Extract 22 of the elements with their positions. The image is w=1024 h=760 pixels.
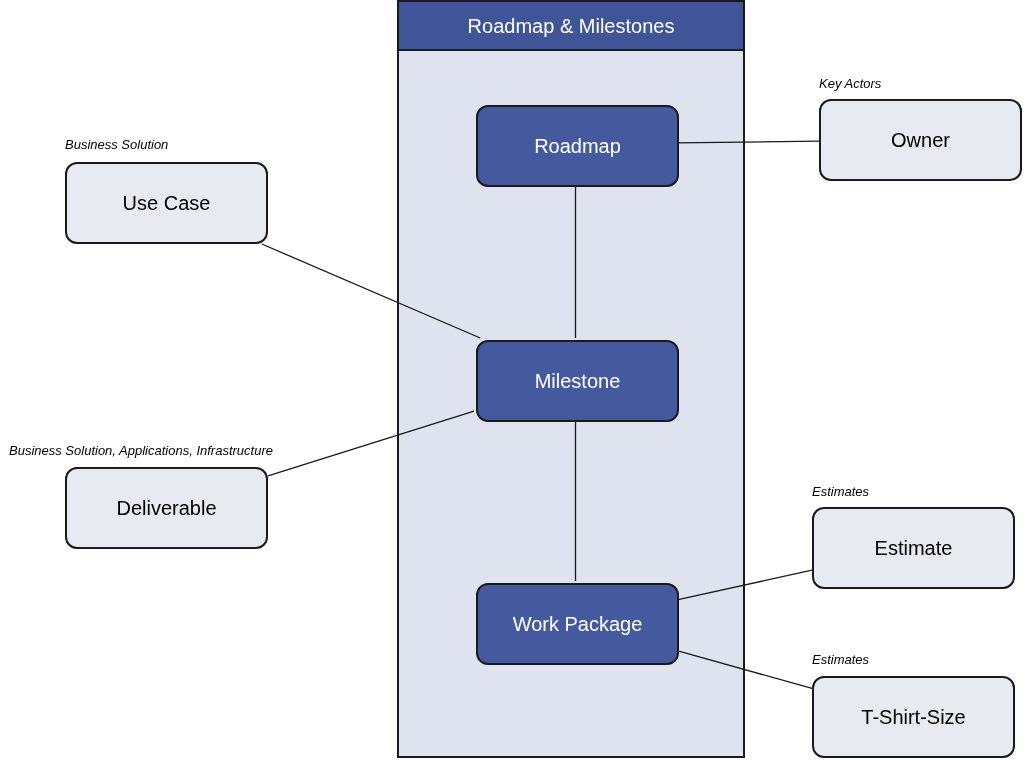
process-box: Owner [819,99,1022,181]
process-box: Use Case [65,162,268,244]
panel-header: Roadmap & Milestones [399,2,743,51]
connector-line [574,184,577,339]
connector-line [574,419,577,582]
connector-line [676,569,813,601]
process-box: Milestone [476,340,679,422]
process-box: Deliverable [65,467,268,549]
process-box: Roadmap [476,105,679,187]
node-caption: Business Solution [65,136,169,154]
connector-line [267,410,475,477]
node-caption: Key Actors [819,75,882,93]
process-box: Work Package [476,583,679,665]
process-box: Estimate [812,507,1015,589]
connector-line [261,243,481,339]
node-caption: Estimates [812,483,870,501]
node-caption: Business Solution, Applications, Infrastructure [9,442,273,460]
node-caption: Estimates [812,651,870,669]
group-panel [397,0,745,758]
process-box: T-Shirt-Size [812,676,1015,758]
connector-line [676,649,813,690]
connector-line [676,140,820,144]
